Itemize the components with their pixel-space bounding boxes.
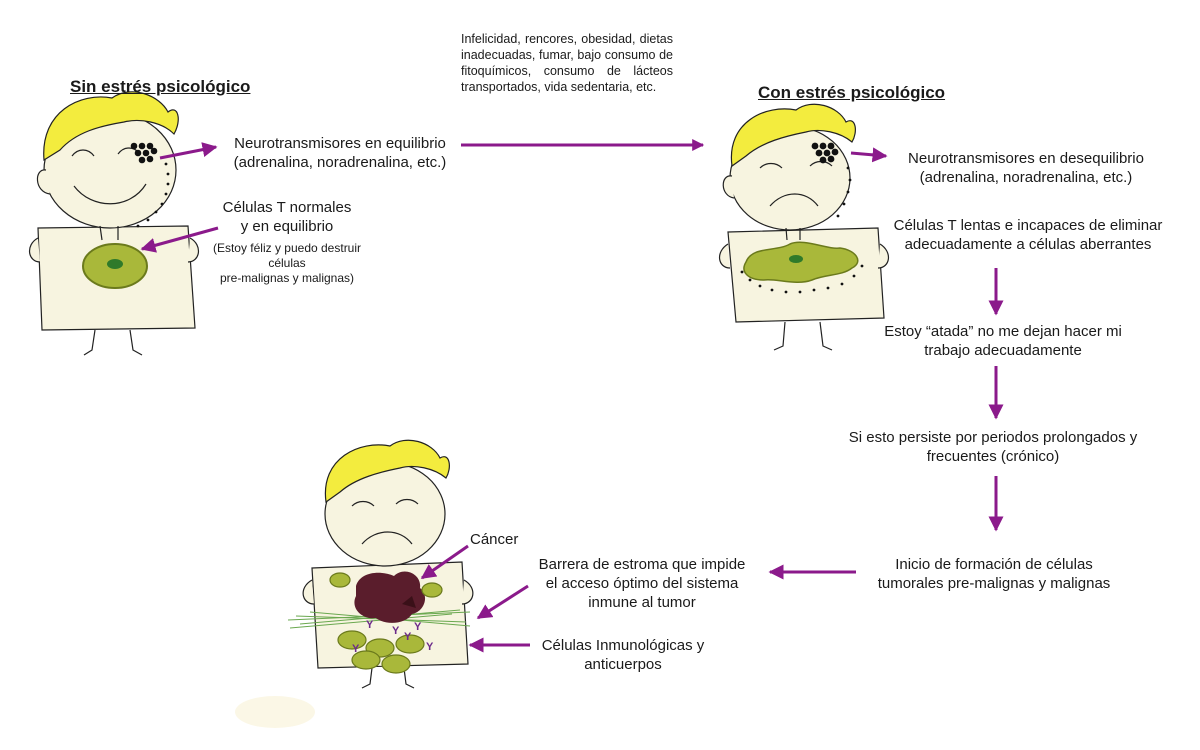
arrow-happy-head-to-neuro [159, 142, 218, 160]
label-t-cells-normal: Células T normales y en equilibrio [222, 199, 352, 235]
heading-without-stress: Sin estrés psicológico [70, 77, 251, 96]
happy-character-illustration [29, 91, 199, 356]
svg-text:Y: Y [404, 631, 412, 643]
label-immune-cells: Células Inmunológicas y anticuerpos [541, 637, 705, 673]
healthy-t-cell [82, 243, 148, 289]
label-t-cells-happy-note: (Estoy féliz y puedo destruir células pr… [212, 241, 362, 285]
svg-text:Y: Y [414, 621, 422, 633]
label-stroma-barrier: Barrera de estroma que impide el acceso … [538, 556, 746, 611]
svg-text:Y: Y [426, 641, 434, 653]
stress-causes-list: Infelicidad, rencores, obesidad, dietas … [461, 32, 673, 94]
label-chronic-persistence: Si esto persiste por periodos prolongado… [848, 429, 1138, 465]
svg-text:Y: Y [392, 625, 400, 637]
arrow-stroma-label [476, 584, 529, 620]
arrow-cancer-label [420, 544, 469, 580]
impaired-t-cell [743, 241, 859, 283]
label-neurotransmitters-balanced: Neurotransmisores en equilibrio (adrenal… [233, 135, 447, 171]
neurotransmitter-dots [130, 142, 158, 164]
label-cancer: Cáncer [470, 531, 519, 548]
svg-text:Y: Y [352, 643, 360, 655]
background-smudge [235, 696, 315, 728]
label-tumor-formation: Inicio de formación de células tumorales… [877, 556, 1111, 592]
heading-with-stress: Con estrés psicológico [758, 83, 946, 102]
arrow-t-cells-to-healthy-cell [140, 226, 219, 253]
label-neurotransmitters-imbalanced: Neurotransmisores en desequilibrio (adre… [908, 150, 1144, 186]
tumor-mass [354, 571, 426, 623]
label-t-cells-slow: Células T lentas e incapaces de eliminar… [893, 217, 1163, 253]
svg-text:Y: Y [366, 619, 374, 631]
label-tied-t-cells: Estoy “atada” no me dejan hacer mi traba… [884, 323, 1122, 359]
arrow-stressed-head-to-neuro [850, 147, 888, 163]
immune-cells [329, 572, 443, 674]
stressed-character-illustration [719, 103, 889, 351]
